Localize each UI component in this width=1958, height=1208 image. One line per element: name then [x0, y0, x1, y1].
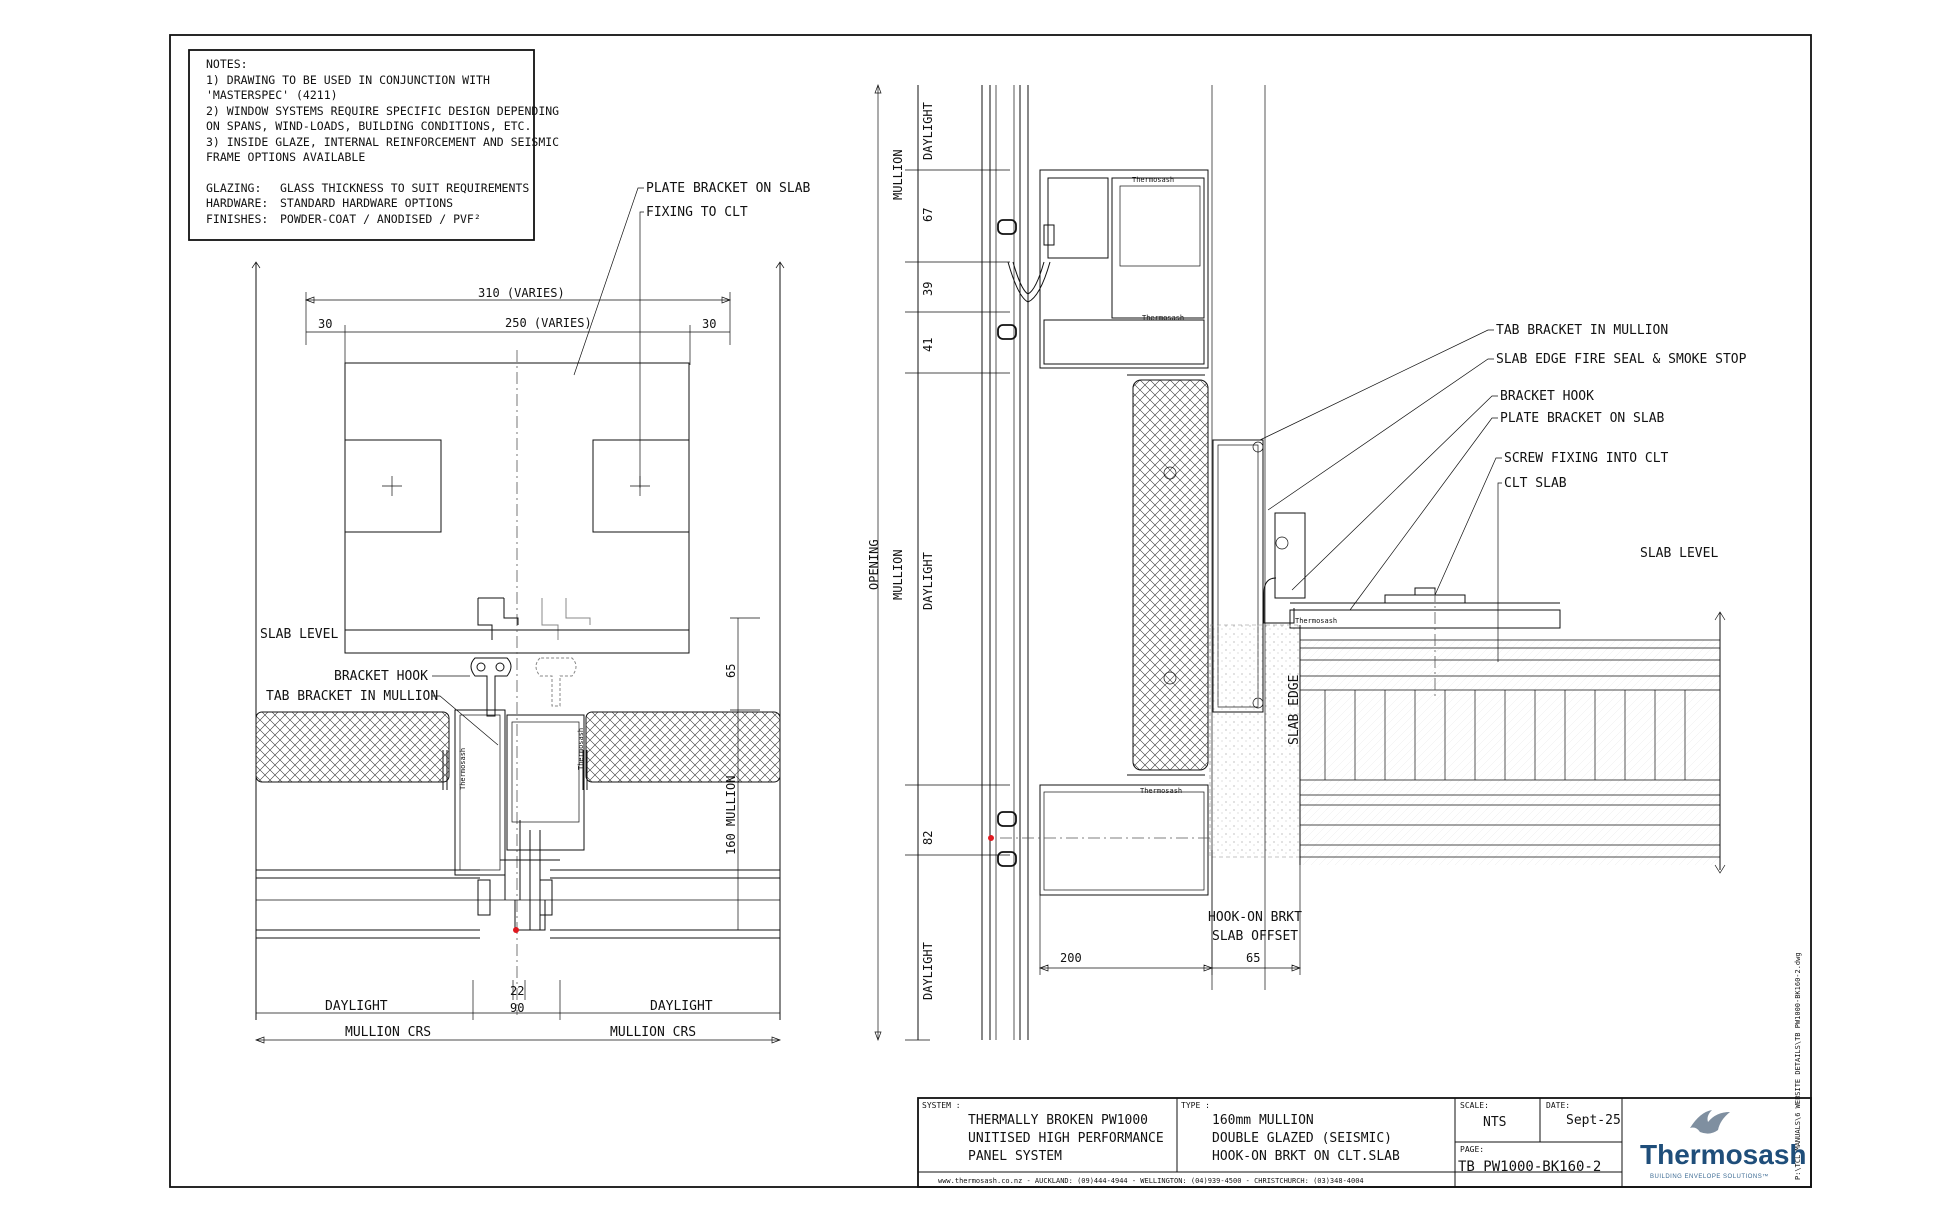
- label-fire-seal: SLAB EDGE FIRE SEAL & SMOKE STOP: [1496, 352, 1747, 367]
- date-caption: DATE:: [1546, 1101, 1570, 1110]
- spec-key: HARDWARE:: [206, 196, 268, 210]
- date-value: Sept-25: [1566, 1113, 1621, 1128]
- mullion-plan: Thermosash Thermosash: [454, 709, 585, 931]
- bracket-hook-ghost: [535, 598, 591, 707]
- fire-seal-insulation: [1132, 379, 1209, 771]
- logo-tagline: BUILDING ENVELOPE SOLUTIONS™: [1650, 1173, 1769, 1180]
- vdim-39: 39: [921, 282, 935, 296]
- title-block: SYSTEM : THERMALLY BROKEN PW1000 UNITISE…: [917, 1097, 1812, 1188]
- dim-left-edge: 30: [318, 317, 332, 331]
- vdim-82: 82: [921, 831, 935, 845]
- stamp-text: Thermosash: [1142, 314, 1184, 322]
- vdim-daylight-bottom: DAYLIGHT: [921, 942, 935, 1000]
- contact-line: www.thermosash.co.nz - AUCKLAND: (09)444…: [938, 1177, 1364, 1185]
- file-path: P:\TCL MANUALS\6 WEBSITE DETAILS\TB PW10…: [1794, 952, 1802, 1180]
- label-tab-bracket: TAB BRACKET IN MULLION: [266, 689, 438, 704]
- dim-65: 65: [1246, 951, 1260, 965]
- notes-line: ON SPANS, WIND-LOADS, BUILDING CONDITION…: [206, 119, 531, 133]
- stamp-text: Thermosash: [1140, 787, 1182, 795]
- dim-inner: 250 (VARIES): [505, 316, 592, 330]
- section-view: DAYLIGHT MULLION 67 39 41 OPENING MULLIO…: [867, 84, 1747, 1041]
- insulated-panel-left: [255, 711, 450, 783]
- system-caption: SYSTEM :: [922, 1101, 961, 1110]
- sill-profile: Thermosash: [988, 784, 1212, 896]
- fixing-pad-left: [344, 439, 442, 533]
- spec-key: GLAZING:: [206, 181, 261, 195]
- notes-line: 2) WINDOW SYSTEMS REQUIRE SPECIFIC DESIG…: [206, 104, 559, 118]
- system-line: THERMALLY BROKEN PW1000: [968, 1113, 1148, 1128]
- mullion-crs-left: MULLION CRS: [345, 1025, 431, 1040]
- label-screw: SCREW FIXING INTO CLT: [1504, 451, 1669, 466]
- screw-head: [1384, 594, 1466, 604]
- system-line: PANEL SYSTEM: [968, 1149, 1062, 1164]
- type-line: DOUBLE GLAZED (SEISMIC): [1212, 1131, 1392, 1146]
- dim-gap: 22: [510, 984, 524, 998]
- plan-view: 310 (VARIES) 250 (VARIES) 30 30: [251, 181, 811, 1044]
- transom-profile: Thermosash Thermosash: [997, 169, 1209, 369]
- system-line: UNITISED HIGH PERFORMANCE: [968, 1131, 1164, 1146]
- page-caption: PAGE:: [1460, 1145, 1484, 1154]
- dim-mullion-width: 90: [510, 1001, 524, 1015]
- logo-text: Thermosash: [1640, 1139, 1807, 1170]
- bird-icon: [1690, 1110, 1730, 1134]
- stamp-text: Thermosash: [577, 728, 585, 770]
- dim-hook-height: 65: [724, 664, 738, 678]
- label-tab-bracket-section: TAB BRACKET IN MULLION: [1496, 323, 1668, 338]
- label-slab-edge: SLAB EDGE: [1287, 675, 1302, 745]
- vdim-67: 67: [921, 208, 935, 222]
- stamp-text: Thermosash: [459, 748, 467, 790]
- label-bracket-hook-section: BRACKET HOOK: [1500, 389, 1594, 404]
- red-marker: [988, 835, 994, 841]
- label-slab-level-section: SLAB LEVEL: [1640, 546, 1718, 561]
- vdim-opening: OPENING: [867, 539, 881, 590]
- dim-right-edge: 30: [702, 317, 716, 331]
- spec-value: GLASS THICKNESS TO SUIT REQUIREMENTS: [280, 181, 529, 195]
- notes-line: 'MASTERSPEC' (4211): [206, 88, 338, 102]
- daylight-left: DAYLIGHT: [325, 999, 388, 1014]
- notes-line: FRAME OPTIONS AVAILABLE: [206, 150, 365, 164]
- dim-200: 200: [1060, 951, 1082, 965]
- label-fixing-clt: FIXING TO CLT: [646, 205, 748, 220]
- label-bracket-hook: BRACKET HOOK: [334, 669, 428, 684]
- vdim-mullion-mid: MULLION: [891, 549, 905, 600]
- type-line: HOOK-ON BRKT ON CLT.SLAB: [1212, 1149, 1400, 1164]
- thermosash-logo: Thermosash BUILDING ENVELOPE SOLUTIONS™: [1640, 1110, 1807, 1180]
- notes-line: 3) INSIDE GLAZE, INTERNAL REINFORCEMENT …: [206, 135, 559, 149]
- type-caption: TYPE :: [1181, 1101, 1210, 1110]
- vdim-mullion-top: MULLION: [891, 149, 905, 200]
- label-clt-slab: CLT SLAB: [1504, 476, 1567, 491]
- scale-caption: SCALE:: [1460, 1101, 1489, 1110]
- bracket-hook-plan: [470, 597, 519, 717]
- label-hook-offset-1: HOOK-ON BRKT: [1208, 910, 1302, 925]
- insulated-panel-right: [585, 711, 781, 783]
- spec-value: POWDER-COAT / ANODISED / PVF²: [280, 212, 481, 226]
- notes-panel: NOTES: 1) DRAWING TO BE USED IN CONJUNCT…: [188, 49, 559, 241]
- page-value: TB PW1000-BK160-2: [1458, 1159, 1601, 1175]
- notes-heading: NOTES:: [206, 57, 248, 71]
- dim-mullion-depth: 160 MULLION: [724, 776, 738, 855]
- label-plate-bracket-section: PLATE BRACKET ON SLAB: [1500, 411, 1665, 426]
- red-marker: [513, 927, 519, 933]
- notes-line: 1) DRAWING TO BE USED IN CONJUNCTION WIT…: [206, 73, 490, 87]
- label-plate-bracket: PLATE BRACKET ON SLAB: [646, 181, 811, 196]
- stamp-text: Thermosash: [1295, 617, 1337, 625]
- spec-value: STANDARD HARDWARE OPTIONS: [280, 196, 453, 210]
- fixing-pad-right: [592, 439, 690, 533]
- type-line: 160mm MULLION: [1212, 1113, 1314, 1128]
- scale-value: NTS: [1483, 1115, 1506, 1130]
- plan-top-dims: 310 (VARIES) 250 (VARIES) 30 30: [305, 286, 731, 365]
- spec-key: FINISHES:: [206, 212, 268, 226]
- dim-overall: 310 (VARIES): [478, 286, 565, 300]
- daylight-right: DAYLIGHT: [650, 999, 713, 1014]
- label-hook-offset-2: SLAB OFFSET: [1212, 929, 1298, 944]
- label-slab-level: SLAB LEVEL: [260, 627, 338, 642]
- vdim-daylight-mid: DAYLIGHT: [921, 552, 935, 610]
- mullion-crs-right: MULLION CRS: [610, 1025, 696, 1040]
- clt-slab: [1209, 590, 1726, 874]
- stamp-text: Thermosash: [1132, 176, 1174, 184]
- vdim-daylight-top: DAYLIGHT: [921, 102, 935, 160]
- vdim-41: 41: [921, 338, 935, 352]
